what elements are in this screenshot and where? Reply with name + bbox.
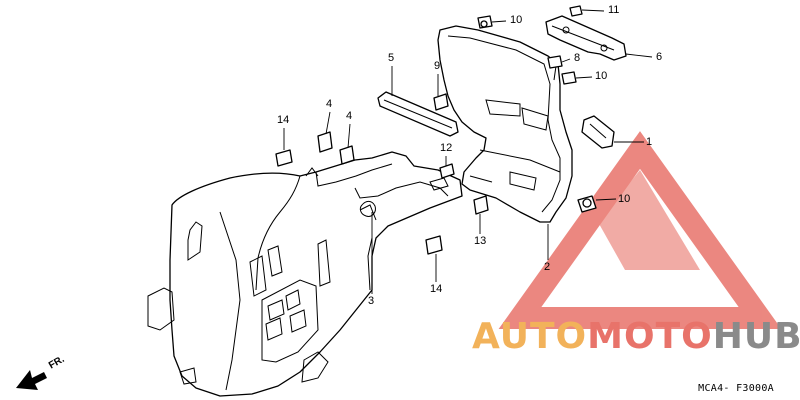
callout-4-right: 4 <box>346 110 353 122</box>
callout-6: 6 <box>656 51 663 63</box>
callout-4-left: 4 <box>326 98 333 110</box>
callout-8: 8 <box>574 52 581 64</box>
callout-10-lower-bolt: 10 <box>618 193 631 205</box>
callout-1: 1 <box>646 136 653 148</box>
bolts <box>275 5 597 255</box>
callout-14-upper: 14 <box>277 114 290 126</box>
callout-12: 12 <box>440 142 453 154</box>
front-direction-arrow <box>16 370 47 390</box>
leader-lines <box>283 9 653 294</box>
watermark-text-moto: MOTO <box>587 316 713 357</box>
watermark-text-auto: AUTO <box>472 316 588 357</box>
rubber-mount <box>581 115 615 149</box>
rear-inner-fender <box>147 151 463 397</box>
callout-13: 13 <box>474 235 487 247</box>
watermark-text: AUTOMOTOHUB <box>472 316 800 357</box>
callout-10-mid-bolt: 10 <box>595 70 608 82</box>
bracket <box>545 15 627 61</box>
seal-strip <box>377 91 459 137</box>
diagram-code: MCA4- F3000A <box>698 383 774 394</box>
watermark-logo-triangle <box>498 131 782 329</box>
callout-14-lower: 14 <box>430 283 443 295</box>
callout-9: 9 <box>434 60 441 72</box>
callout-10-upper-bolt: 10 <box>510 14 523 26</box>
callout-3: 3 <box>368 295 375 307</box>
clips <box>317 131 355 165</box>
watermark-text-hub: HUB <box>712 316 800 357</box>
callout-11: 11 <box>608 4 620 16</box>
callout-5: 5 <box>388 52 395 64</box>
callout-2: 2 <box>544 261 551 273</box>
